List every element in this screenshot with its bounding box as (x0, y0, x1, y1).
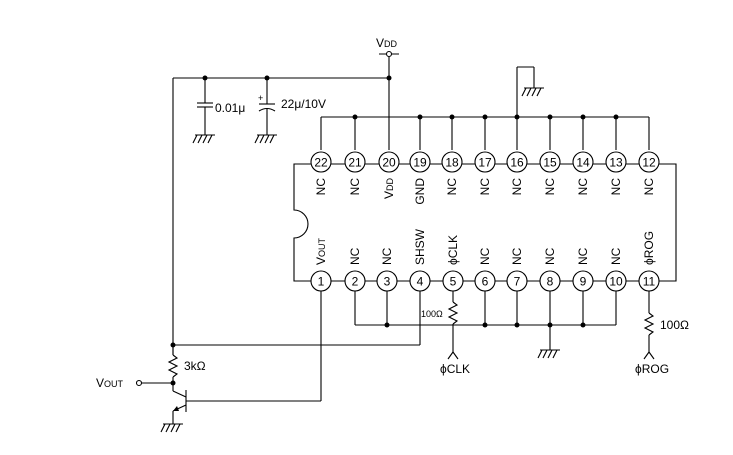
rog-input: 100Ω ϕROG (635, 291, 689, 376)
ground-symbol-bottom (537, 349, 560, 359)
output-transistor (160, 291, 322, 433)
pin-17-function: NC (478, 178, 492, 196)
svg-text:VOUT: VOUT (96, 376, 124, 390)
load-resistor: 3kΩ (167, 345, 206, 391)
pin-18-number: 18 (445, 156, 459, 170)
pin-16: 16 (506, 151, 528, 173)
pin-20: 20 (378, 151, 400, 173)
r-rog-value: 100Ω (660, 318, 689, 332)
pin-2-number: 2 (352, 275, 359, 289)
pin-5: 5 (442, 270, 464, 292)
pin-1-number: 1 (318, 275, 325, 289)
pin-7-number: 7 (514, 275, 521, 289)
pin-10: 10 (605, 270, 627, 292)
r-load-value: 3kΩ (184, 359, 206, 373)
ic-package (293, 163, 677, 282)
pin-12-number: 12 (642, 156, 656, 170)
c2-value: 22μ/10V (281, 97, 326, 111)
vout-label: V (96, 376, 104, 390)
shsw-link (170, 291, 421, 348)
vdd-label: V (376, 36, 384, 50)
pin-5-function: ϕCLK (446, 235, 460, 265)
ground-symbol (521, 87, 544, 97)
pin-22-function: NC (314, 178, 328, 196)
pin-19: 19 (409, 151, 431, 173)
pin-15: 15 (539, 151, 561, 173)
pin-3-function: NC (380, 247, 394, 265)
pin-11-function: ϕROG (642, 231, 656, 265)
pin-16-number: 16 (510, 156, 524, 170)
pin-9-number: 9 (580, 275, 587, 289)
pin-14-number: 14 (576, 156, 590, 170)
pin-5-number: 5 (450, 275, 457, 289)
pin-17: 17 (474, 151, 496, 173)
pin-21-function: NC (348, 178, 362, 196)
pin-14-function: NC (576, 178, 590, 196)
vout-terminal: VOUT (96, 376, 176, 390)
pin-14: 14 (572, 151, 594, 173)
pin-18: 18 (441, 151, 463, 173)
clk-input-label: ϕCLK (440, 362, 470, 376)
pin-6: 6 (474, 270, 496, 292)
pin-3-number: 3 (384, 275, 391, 289)
pin-22: 22 (310, 151, 332, 173)
capacitor-c1: 0.01μ (192, 78, 245, 144)
pin-4-number: 4 (417, 275, 424, 289)
pin-20-function-main: V (382, 191, 396, 199)
pin-6-function: NC (478, 247, 492, 265)
pin-1-function-main: V (314, 257, 328, 265)
pin-10-number: 10 (609, 275, 623, 289)
pin-18-function: NC (445, 178, 459, 196)
r-clk-value: 100Ω (421, 309, 443, 319)
pin-10-function: NC (609, 247, 623, 265)
pin-20-function-sub: DD (385, 178, 395, 191)
pin-21: 21 (344, 151, 366, 173)
c1-value: 0.01μ (215, 101, 245, 115)
clk-input: 100Ω ϕCLK (421, 291, 470, 376)
vdd-terminal: VDD (376, 36, 399, 78)
bottom-nc-bus (354, 291, 617, 350)
pin-11: 11 (638, 270, 660, 292)
pin-1: 1 (310, 270, 332, 292)
pin-8: 8 (539, 270, 561, 292)
pin-7: 7 (506, 270, 528, 292)
pin-8-number: 8 (547, 275, 554, 289)
vdd-label-sub: DD (384, 39, 397, 49)
c2-polarity: + (258, 93, 263, 103)
pin-20-function: VDD (382, 178, 396, 200)
pin-1-function-sub: OUT (317, 237, 327, 257)
pin-17-number: 17 (478, 156, 492, 170)
pin-13-function: NC (609, 178, 623, 196)
pin-11-number: 11 (643, 275, 656, 289)
pin-19-number: 19 (413, 156, 427, 170)
pin-9: 9 (572, 270, 594, 292)
pin-2-function: NC (348, 247, 362, 265)
pin-7-function: NC (510, 247, 524, 265)
svg-text:VDD: VDD (376, 36, 398, 50)
pin-2: 2 (344, 270, 366, 292)
pin-8-function: NC (543, 247, 557, 265)
pin-12: 12 (638, 151, 660, 173)
pin-20-number: 20 (382, 156, 396, 170)
pin-12-function: NC (642, 178, 656, 196)
capacitor-c2: + 22μ/10V (254, 78, 326, 144)
top-nc-bus (320, 66, 650, 150)
pin-21-number: 21 (348, 156, 362, 170)
pin-15-function: NC (543, 178, 557, 196)
pin-4: 4 (409, 270, 431, 292)
rog-input-label: ϕROG (635, 362, 669, 376)
pin-19-function: GND (413, 178, 427, 205)
pin-4-function: SHSW (413, 228, 427, 265)
pin-13: 13 (605, 151, 627, 173)
pin-3: 3 (376, 270, 398, 292)
pin-22-number: 22 (314, 156, 328, 170)
pin-16-function: NC (510, 178, 524, 196)
vout-label-sub: OUT (104, 379, 124, 389)
pin-15-number: 15 (543, 156, 557, 170)
pin-6-number: 6 (482, 275, 489, 289)
pin-9-function: NC (576, 247, 590, 265)
pin-1-function: VOUT (314, 237, 328, 265)
pin-13-number: 13 (609, 156, 623, 170)
